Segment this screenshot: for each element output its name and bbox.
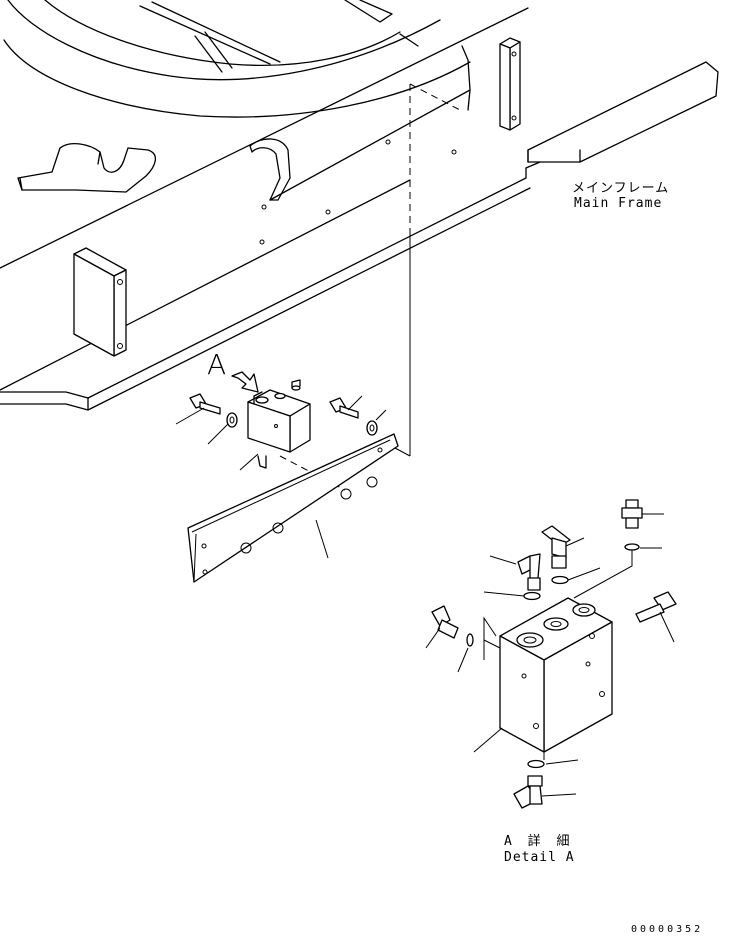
detail-plug-left <box>431 605 474 647</box>
mounting-plate <box>187 433 399 583</box>
main-frame-label-jp: メインフレーム <box>572 181 670 196</box>
detail-elbow-fitting-2 <box>541 525 571 569</box>
detail-straight-fitting-top <box>621 499 643 529</box>
mounting-holes <box>259 139 457 245</box>
counterweight-block-right <box>499 37 521 131</box>
lifting-hook <box>249 138 291 201</box>
drawing-number: 00000352 <box>631 924 704 935</box>
callout-a-label: A <box>207 348 227 381</box>
detail-valve-block <box>499 597 613 753</box>
cover-bracket <box>17 142 156 193</box>
bolt-right <box>329 397 378 436</box>
detail-a-label-en: Detail A <box>504 850 575 865</box>
detail-bottom-fittings <box>513 759 545 809</box>
detail-a-label-jp: A 詳 細 <box>504 834 574 849</box>
frame-upper-plate <box>0 7 529 391</box>
leader-lines-middle <box>175 395 387 559</box>
turntable-ring <box>3 0 471 118</box>
main-frame-label-en: Main Frame <box>574 196 663 211</box>
bolt-left <box>189 393 238 428</box>
detail-leaders <box>425 513 675 797</box>
counterweight-block-left <box>73 247 127 357</box>
detail-bolt-right <box>635 591 677 623</box>
detail-elbow-fitting-1 <box>517 553 541 591</box>
valve-block <box>247 379 311 469</box>
main-frame-rail <box>0 61 719 411</box>
arrow-a-marker <box>231 371 259 393</box>
